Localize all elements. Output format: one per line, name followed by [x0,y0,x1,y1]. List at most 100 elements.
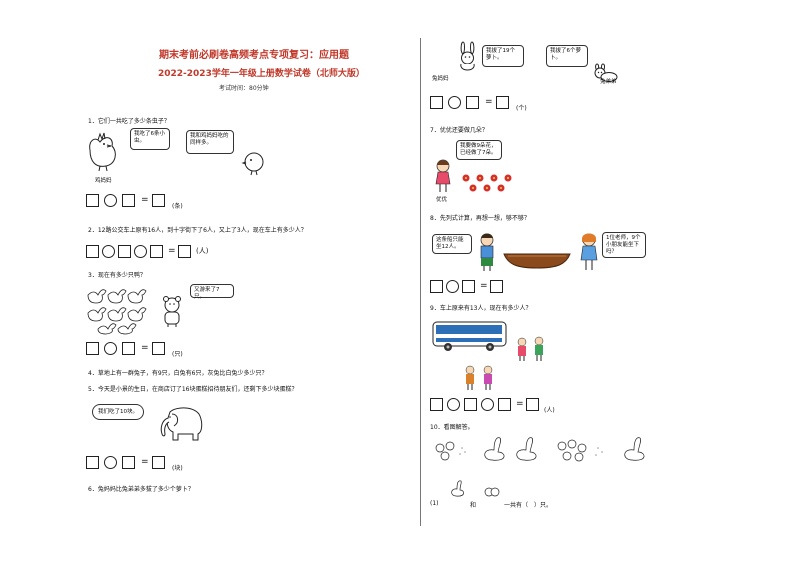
answer-box[interactable] [152,194,165,207]
answer-box[interactable] [466,96,479,109]
answer-box[interactable] [152,456,165,469]
ducks-icon [87,289,147,335]
rabbit-little-icon [594,63,618,82]
unit-label: (条) [172,203,183,210]
answer-box[interactable] [118,245,131,258]
question-3-text: 3．现在有多少只鸭？ [88,272,146,279]
operator-circle[interactable] [446,280,459,293]
answer-row-q6: = (个) [430,96,560,112]
answer-box[interactable] [122,342,135,355]
answer-box[interactable] [464,398,477,411]
answer-row-q3: = (只) [86,342,196,358]
unit-label: (人) [544,407,555,414]
boy-icon [480,233,494,271]
operator-circle[interactable] [448,96,461,109]
bear-speech-bubble: 又游来了7只。 [190,284,234,300]
question-1-text: 1．它们一共吃了多少条虫子？ [88,118,170,125]
equals-sign: = [485,97,493,107]
answer-row-q9: = (人) [430,398,610,414]
q10-part1-and: 和 [470,502,477,509]
answer-box[interactable] [86,245,99,258]
girl-speech-bubble: 我要做9朵花，已经做了7朵。 [456,140,502,160]
children-icon [517,336,544,361]
answer-row-q2: = (人) [86,245,246,261]
operator-circle[interactable] [102,245,115,258]
column-divider [420,38,421,526]
page-subtitle: 2022-2023学年一年级上册数学试卷（北师大版） [158,69,365,79]
answer-box[interactable] [498,398,511,411]
answer-box[interactable] [152,342,165,355]
unit-label: (人) [196,247,209,255]
equals-sign: = [168,246,176,256]
question-10-text: 10．看图解答。 [430,424,474,431]
chick-speech-bubble: 我和鸡妈妈吃的同样多。 [186,130,234,154]
answer-row-q1: = (条) [86,194,196,210]
operator-circle[interactable] [104,194,117,207]
operator-circle[interactable] [134,245,147,258]
answer-box[interactable] [178,245,191,258]
boat-icon [503,253,571,269]
answer-box[interactable] [122,194,135,207]
question-4-text: 4．草地上有一群兔子，有9只，白兔有6只，灰兔比白兔少多少只？ [88,370,268,377]
boy-speech-bubble: 这条船只能坐12人。 [432,234,472,254]
question-9-text: 9．车上原来有13人，现在有多少人？ [430,305,532,312]
equals-sign: = [141,195,149,205]
hen-speech-bubble: 我吃了6条小虫。 [130,128,170,150]
operator-circle[interactable] [447,398,460,411]
rabbit-mom-label: 兔妈妈 [432,76,449,82]
unit-label: (只) [172,351,183,358]
equals-sign: = [141,343,149,353]
children-getting-off-icon [465,365,493,390]
equals-sign: = [516,399,524,409]
question-6-text: 6．兔妈妈比兔弟弟多拔了多少个萝卜？ [88,486,194,493]
equals-sign: = [141,457,149,467]
bear-icon [163,296,181,327]
unit-label: (个) [516,105,527,112]
answer-box[interactable] [496,96,509,109]
operator-circle[interactable] [481,398,494,411]
geese-chicks-icon [435,437,645,462]
answer-box[interactable] [86,194,99,207]
elephant-icon [160,407,203,441]
answer-row-q5: = (块) [86,456,196,472]
rabbit-mom-icon [460,41,475,71]
goose-small-icon [451,480,464,497]
question-2-text: 2．12路公交车上原有16人，到十字街下了6人，又上了3人，现在车上有多少人？ [88,227,307,234]
rabbit-little-label: 兔弟弟 [600,79,617,85]
answer-box[interactable] [430,280,443,293]
q5-speech-bubble: 我们吃了10块。 [92,404,144,420]
q10-part1-suffix: 一共有（ ）只。 [504,502,553,509]
operator-circle[interactable] [104,342,117,355]
girl-icon [435,159,451,192]
hen-label: 鸡妈妈 [95,178,112,184]
exam-time: 考试时间：80分钟 [219,85,269,92]
answer-box[interactable] [122,456,135,469]
girl-label: 优优 [436,197,448,203]
question-7-text: 7．优优还要做几朵？ [430,127,488,134]
answer-box[interactable] [490,280,503,293]
girl-teacher-speech-bubble: 1位老师，9个小朋友能坐下吗？ [602,232,646,258]
answer-row-q8: = [430,280,540,296]
operator-circle[interactable] [104,456,117,469]
page-title: 期末考前必刷卷高频考点专项复习：应用题 [159,50,349,61]
answer-box[interactable] [430,398,443,411]
answer-box[interactable] [150,245,163,258]
answer-box[interactable] [86,342,99,355]
flowers-icon [462,174,512,192]
chick-icon [241,152,264,176]
rabbit-little-speech-bubble: 我拔了6个萝卜。 [546,45,588,67]
question-8-text: 8．先列式计算，再想一想，够不够？ [430,215,530,222]
equals-sign: = [480,281,488,291]
question-5-text: 5．今天是小景的生日，在商店订了16块蛋糕招待朋友们，还剩下多少块蛋糕？ [88,386,298,393]
bus-icon [432,321,507,351]
chick-small-icon [484,487,500,497]
girl-teacher-icon [580,233,598,270]
answer-box[interactable] [86,456,99,469]
answer-box[interactable] [430,96,443,109]
answer-box[interactable] [462,280,475,293]
answer-box[interactable] [526,398,539,411]
unit-label: (块) [172,465,183,472]
rabbit-mom-speech-bubble: 我拔了19个萝卜。 [482,45,524,67]
hen-icon [89,132,116,172]
q10-part1-prefix: (1) [430,500,439,507]
